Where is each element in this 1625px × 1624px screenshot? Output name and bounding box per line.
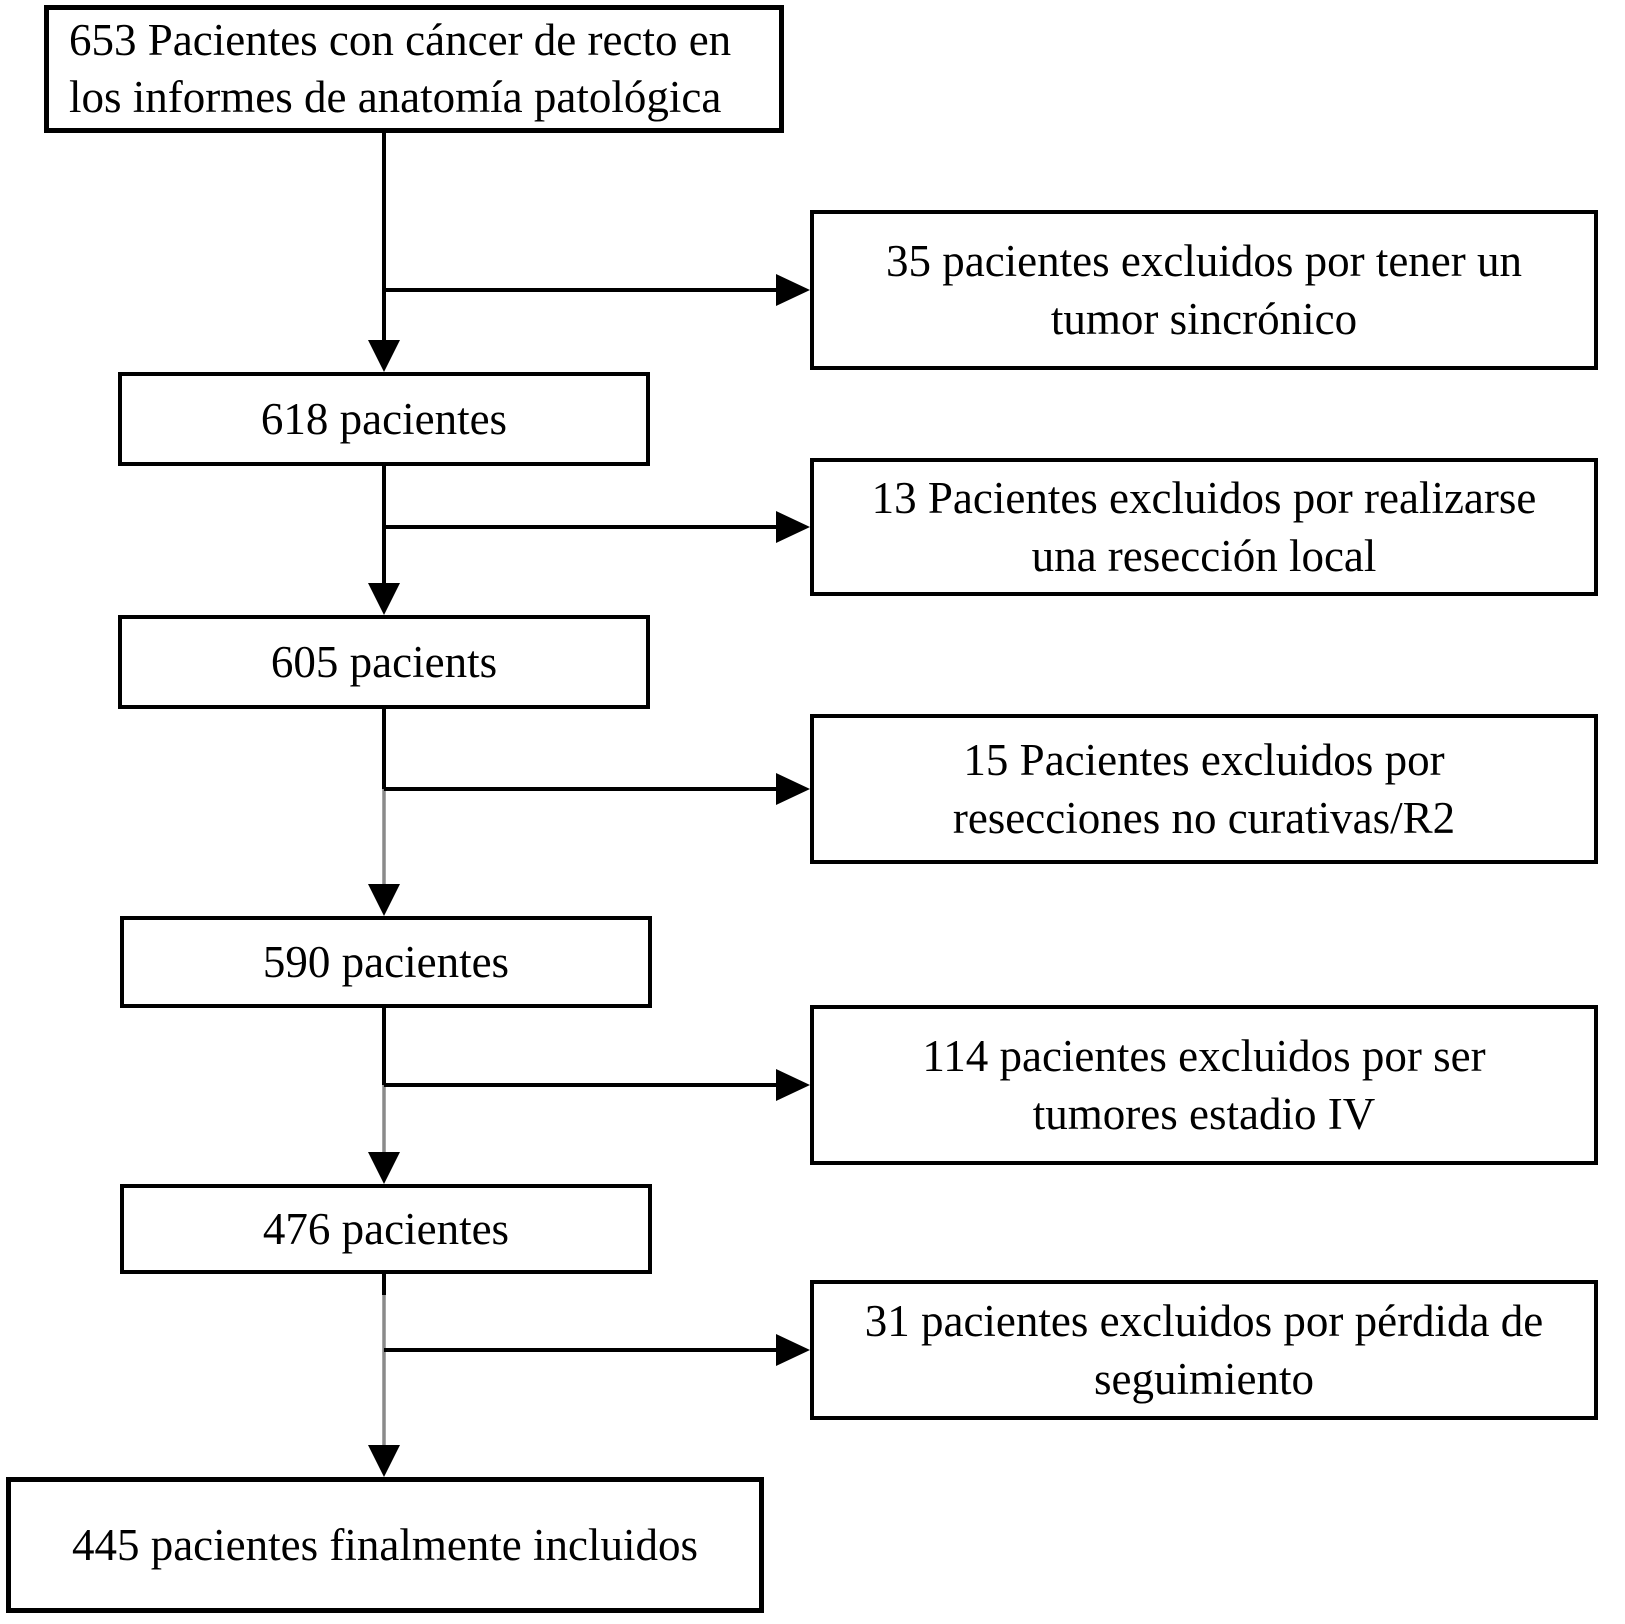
- flow-box-590: 590 pacientes: [120, 916, 652, 1008]
- flow-box-618-text: 618 pacientes: [261, 390, 507, 448]
- flow-box-590-line1: 590 pacientes: [262, 937, 510, 987]
- flow-box-source-text: 653 Pacientes con cáncer de recto en los…: [69, 12, 731, 126]
- exclusion-box-local-resection: 13 Pacientes excluidos por realizarse un…: [810, 458, 1598, 596]
- exclusion-box-lost-followup-text: 31 pacientes excluidos por pérdida de se…: [865, 1292, 1544, 1408]
- flow-box-final-line1: 445 pacientes finalmente incluidos: [71, 1520, 699, 1570]
- arrowhead-down-4: [368, 1152, 400, 1184]
- arrowhead-branch-2: [776, 511, 810, 543]
- exclusion-box-synchronous-tumor-text: 35 pacientes excluidos por tener un tumo…: [886, 232, 1522, 348]
- flow-box-source-line2: los informes de anatomía patológica: [69, 72, 722, 122]
- flow-box-476-text: 476 pacientes: [263, 1200, 509, 1258]
- exclusion-box-local-resection-text: 13 Pacientes excluidos por realizarse un…: [872, 469, 1537, 585]
- exclusion-box-non-curative-line2: resecciones no curativas/R2: [952, 793, 1456, 843]
- flow-box-source-line1: 653 Pacientes con cáncer de recto en: [69, 15, 732, 65]
- exclusion-box-local-resection-line1: 13 Pacientes excluidos por realizarse: [871, 473, 1537, 523]
- flow-box-final-text: 445 pacientes finalmente incluidos: [72, 1516, 698, 1574]
- arrowhead-down-5: [368, 1445, 400, 1477]
- arrowhead-branch-3: [776, 773, 810, 805]
- arrowhead-down-2: [368, 583, 400, 615]
- exclusion-box-stage-iv-line1: 114 pacientes excluidos por ser: [922, 1031, 1486, 1081]
- flow-box-final: 445 pacientes finalmente incluidos: [6, 1477, 764, 1613]
- exclusion-box-lost-followup-line1: 31 pacientes excluidos por pérdida de: [864, 1296, 1544, 1346]
- flow-box-590-text: 590 pacientes: [263, 933, 509, 991]
- flow-box-618-line1: 618 pacientes: [260, 394, 508, 444]
- arrowhead-branch-4: [776, 1069, 810, 1101]
- exclusion-box-lost-followup-line2: seguimiento: [1094, 1354, 1314, 1404]
- flow-box-605-text: 605 pacients: [271, 633, 497, 691]
- arrowhead-down-1: [368, 340, 400, 372]
- arrowhead-branch-5: [776, 1334, 810, 1366]
- flow-box-618: 618 pacientes: [118, 372, 650, 466]
- exclusion-box-non-curative: 15 Pacientes excluidos por resecciones n…: [810, 714, 1598, 864]
- flow-box-476: 476 pacientes: [120, 1184, 652, 1274]
- exclusion-box-synchronous-tumor: 35 pacientes excluidos por tener un tumo…: [810, 210, 1598, 370]
- flow-box-476-line1: 476 pacientes: [262, 1204, 510, 1254]
- exclusion-box-non-curative-text: 15 Pacientes excluidos por resecciones n…: [953, 731, 1455, 847]
- arrowhead-down-3: [368, 884, 400, 916]
- exclusion-box-local-resection-line2: una resección local: [1031, 531, 1377, 581]
- flow-box-605-line1: 605 pacients: [270, 637, 498, 687]
- exclusion-box-lost-followup: 31 pacientes excluidos por pérdida de se…: [810, 1280, 1598, 1420]
- exclusion-box-synchronous-tumor-line1: 35 pacientes excluidos por tener un: [885, 236, 1523, 286]
- flow-box-605: 605 pacients: [118, 615, 650, 709]
- flow-box-source: 653 Pacientes con cáncer de recto en los…: [44, 5, 784, 133]
- exclusion-box-stage-iv: 114 pacientes excluidos por ser tumores …: [810, 1005, 1598, 1165]
- exclusion-box-stage-iv-line2: tumores estadio IV: [1032, 1089, 1376, 1139]
- exclusion-box-stage-iv-text: 114 pacientes excluidos por ser tumores …: [922, 1027, 1485, 1143]
- arrowhead-branch-1: [776, 274, 810, 306]
- exclusion-box-synchronous-tumor-line2: tumor sincrónico: [1050, 294, 1358, 344]
- exclusion-box-non-curative-line1: 15 Pacientes excluidos por: [963, 735, 1445, 785]
